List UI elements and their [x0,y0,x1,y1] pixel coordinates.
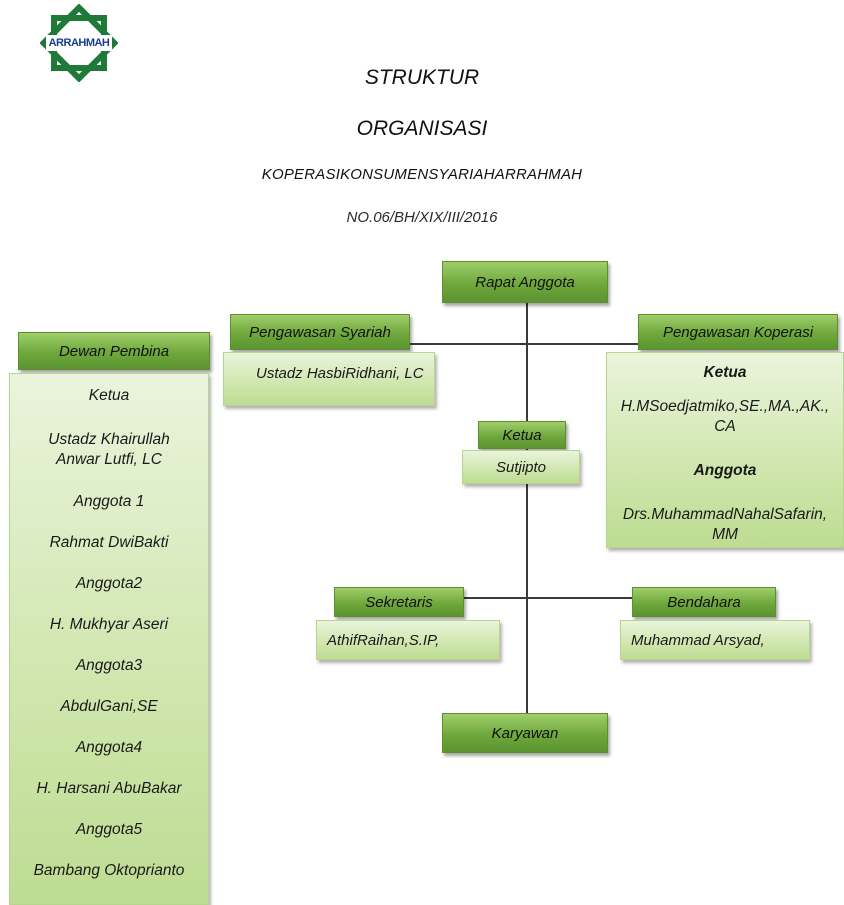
title-line2: ORGANISASI [356,117,488,140]
koperasi-ketua-label: Ketua [703,364,747,381]
dewan-item-10: Anggota5 [75,821,143,838]
logo-emblem [39,3,119,83]
node-ketua-title: Ketua [478,421,566,449]
org-name: KOPERASIKONSUMENSYARIAHARRAHMAH [261,166,583,183]
koperasi-anggota-name: Drs.MuhammadNahalSafarin, MM [622,506,828,543]
dewan-item-7: AbdulGani,SE [60,698,158,715]
connector-vertical-main [526,302,528,714]
node-rapat-anggota: Rapat Anggota [442,261,608,303]
koperasi-ketua-name: H.MSoedjatmiko,SE.,MA.,AK., CA [620,398,830,435]
logo-text: ARRAHMAH [48,37,110,49]
dewan-item-6: Anggota3 [75,657,143,674]
dewan-item-4: Anggota2 [75,575,143,592]
dewan-item-3: Rahmat DwiBakti [49,534,169,551]
connector-pengawasan-horizontal [410,343,638,345]
title-line1: STRUKTUR [364,66,480,89]
sekretaris-name: AthifRaihan,S.IP, [327,631,440,649]
connector-sek-bend-horizontal [464,597,634,599]
node-pengawasan-syariah-title: Pengawasan Syariah [230,314,410,350]
dewan-item-2: Anggota 1 [73,493,145,510]
node-sekretaris-body: AthifRaihan,S.IP, [316,620,500,660]
node-bendahara-title: Bendahara [632,587,776,617]
node-dewan-pembina-title: Dewan Pembina [18,332,210,370]
pengawasan-syariah-member: Ustadz HasbiRidhani, LC [256,365,424,382]
koperasi-anggota-label: Anggota [693,462,757,479]
node-pengawasan-koperasi-title: Pengawasan Koperasi [638,314,838,350]
dewan-item-8: Anggota4 [75,739,143,756]
dewan-item-1: Ustadz Khairullah Anwar Lutfi, LC [48,431,170,468]
dewan-item-11: Bambang Oktoprianto [33,862,185,879]
node-pengawasan-syariah-body: Ustadz HasbiRidhani, LC [223,352,435,406]
node-ketua-body: Sutjipto [462,450,580,484]
bendahara-name: Muhammad Arsyad, [631,631,765,649]
dewan-item-5: H. Mukhyar Aseri [49,616,169,633]
dewan-item-0: Ketua [88,387,130,404]
node-dewan-pembina-body: Ketua Ustadz Khairullah Anwar Lutfi, LC … [9,373,209,905]
node-bendahara-body: Muhammad Arsyad, [620,620,810,660]
node-karyawan: Karyawan [442,713,608,753]
logo: ARRAHMAH [39,3,119,83]
dewan-item-9: H. Harsani AbuBakar [36,780,182,797]
registration-number: NO.06/BH/XIX/III/2016 [346,209,498,226]
node-pengawasan-koperasi-body: Ketua H.MSoedjatmiko,SE.,MA.,AK., CA Ang… [606,352,844,548]
ketua-name: Sutjipto [495,458,547,476]
node-sekretaris-title: Sekretaris [334,587,464,617]
